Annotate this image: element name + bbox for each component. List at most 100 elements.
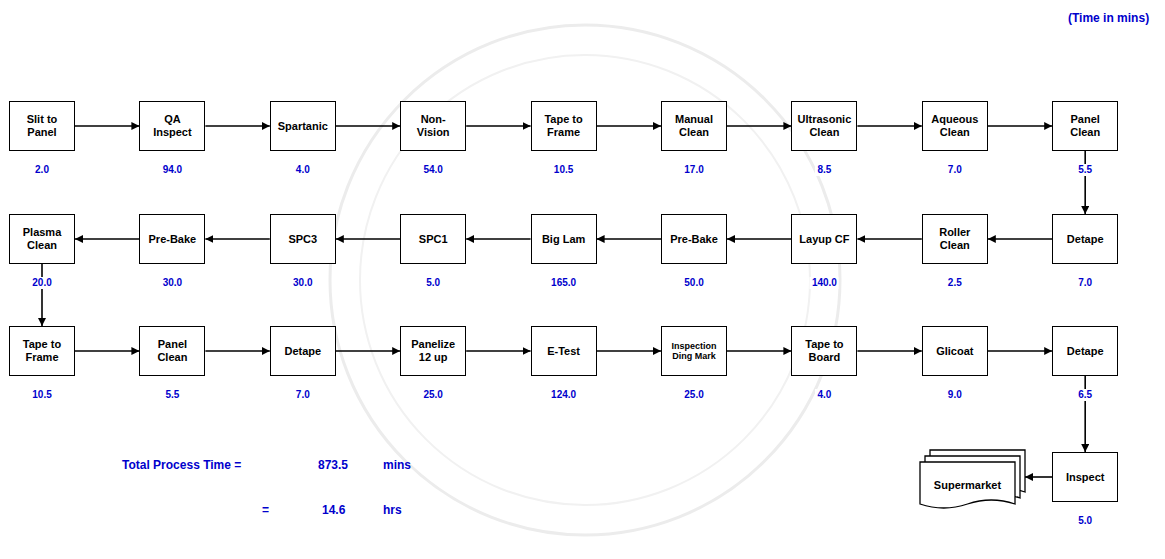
time-label: 4.0 (294, 164, 312, 176)
flow-arrow (205, 238, 269, 240)
time-label: 140.0 (810, 277, 839, 289)
inventory-symbol: Supermarket (920, 450, 1025, 510)
time-label: 5.5 (163, 389, 181, 401)
time-label: 25.0 (421, 389, 444, 401)
flow-arrow (597, 350, 661, 352)
time-label: 10.5 (552, 164, 575, 176)
note-label: 873.5 (318, 458, 348, 472)
process-name: Panelize 12 up (405, 338, 461, 363)
note-label: hrs (383, 503, 402, 517)
time-label: 7.0 (946, 164, 964, 176)
process-name: Plasma Clean (14, 226, 70, 251)
time-label: 5.5 (1076, 164, 1094, 176)
time-label: 165.0 (549, 277, 578, 289)
process-name: Layup CF (796, 233, 852, 246)
process-box: Tape to Frame10.5 (531, 101, 597, 151)
process-name: Panel Clean (144, 338, 200, 363)
time-label: 5.0 (424, 277, 442, 289)
process-box: Tape to Board4.0 (791, 326, 857, 376)
flow-arrow (336, 238, 400, 240)
process-box: Manual Clean17.0 (661, 101, 727, 151)
flow-arrow (41, 264, 43, 326)
process-name: Manual Clean (666, 113, 722, 138)
process-name: Slit to Panel (14, 113, 70, 138)
process-box: Non-Vision54.0 (400, 101, 466, 151)
process-name: Spartanic (275, 120, 331, 133)
process-name: Big Lam (536, 233, 592, 246)
process-box: Detape7.0 (270, 326, 336, 376)
process-box: Panel Clean5.5 (139, 326, 205, 376)
process-name: Ultrasonic Clean (796, 113, 852, 138)
flow-arrow (1025, 476, 1052, 478)
process-box: Panelize 12 up25.0 (400, 326, 466, 376)
time-label: 94.0 (161, 164, 184, 176)
process-name: Inspect (1057, 471, 1113, 484)
flow-arrow (988, 350, 1052, 352)
time-label: 30.0 (161, 277, 184, 289)
note-label: (Time in mins) (1068, 11, 1149, 25)
process-name: Supermarket (922, 479, 1013, 492)
time-label: 9.0 (946, 389, 964, 401)
process-box: Spartanic4.0 (270, 101, 336, 151)
process-box: Inspection Ding Mark25.0 (661, 326, 727, 376)
flow-arrow (466, 125, 530, 127)
process-name: Tape to Board (796, 338, 852, 363)
process-box: Plasma Clean20.0 (9, 214, 75, 264)
flow-arrow (597, 125, 661, 127)
process-box: Aqueous Clean7.0 (922, 101, 988, 151)
process-box: Layup CF140.0 (791, 214, 857, 264)
time-label: 10.5 (30, 389, 53, 401)
process-box: Detape6.5 (1052, 326, 1118, 376)
flow-arrow (75, 350, 139, 352)
process-box: SPC15.0 (400, 214, 466, 264)
process-name: SPC1 (405, 233, 461, 246)
process-box: Pre-Bake50.0 (661, 214, 727, 264)
time-label: 7.0 (1076, 277, 1094, 289)
flow-arrow (466, 238, 530, 240)
time-label: 7.0 (294, 389, 312, 401)
process-box: SPC330.0 (270, 214, 336, 264)
process-box: Pre-Bake30.0 (139, 214, 205, 264)
process-box: Tape to Frame10.5 (9, 326, 75, 376)
process-box: Inspect5.0 (1052, 452, 1118, 502)
time-label: 5.0 (1076, 515, 1094, 527)
flow-arrow (1084, 376, 1086, 452)
flow-arrow (336, 125, 400, 127)
process-name: Roller Clean (927, 226, 983, 251)
time-label: 2.5 (946, 277, 964, 289)
process-name: E-Test (536, 345, 592, 358)
process-name: Glicoat (927, 345, 983, 358)
process-name: Panel Clean (1057, 113, 1113, 138)
process-box: Big Lam165.0 (531, 214, 597, 264)
process-name: SPC3 (275, 233, 331, 246)
note-label: Total Process Time = (122, 458, 241, 472)
time-label: 2.0 (33, 164, 51, 176)
flow-arrow (1084, 151, 1086, 214)
time-label: 8.5 (815, 164, 833, 176)
time-label: 50.0 (682, 277, 705, 289)
flow-arrow (988, 125, 1052, 127)
note-label: mins (383, 458, 411, 472)
time-label: 25.0 (682, 389, 705, 401)
process-name: Aqueous Clean (927, 113, 983, 138)
flow-arrow (75, 125, 139, 127)
flow-arrow (857, 350, 921, 352)
flow-arrow (857, 125, 921, 127)
time-label: 54.0 (421, 164, 444, 176)
process-name: Inspection Ding Mark (666, 341, 722, 362)
process-box: Roller Clean2.5 (922, 214, 988, 264)
note-label: = (262, 503, 269, 517)
process-box: E-Test124.0 (531, 326, 597, 376)
flow-arrow (857, 238, 921, 240)
flow-arrow (205, 350, 269, 352)
time-label: 6.5 (1076, 389, 1094, 401)
document-sheet (920, 462, 1015, 508)
flow-arrow (727, 125, 791, 127)
flow-arrow (336, 350, 400, 352)
flow-arrow (988, 238, 1052, 240)
process-name: Non-Vision (405, 113, 461, 138)
process-name: Pre-Bake (144, 233, 200, 246)
time-label: 124.0 (549, 389, 578, 401)
process-name: Detape (275, 345, 331, 358)
process-box: Ultrasonic Clean8.5 (791, 101, 857, 151)
